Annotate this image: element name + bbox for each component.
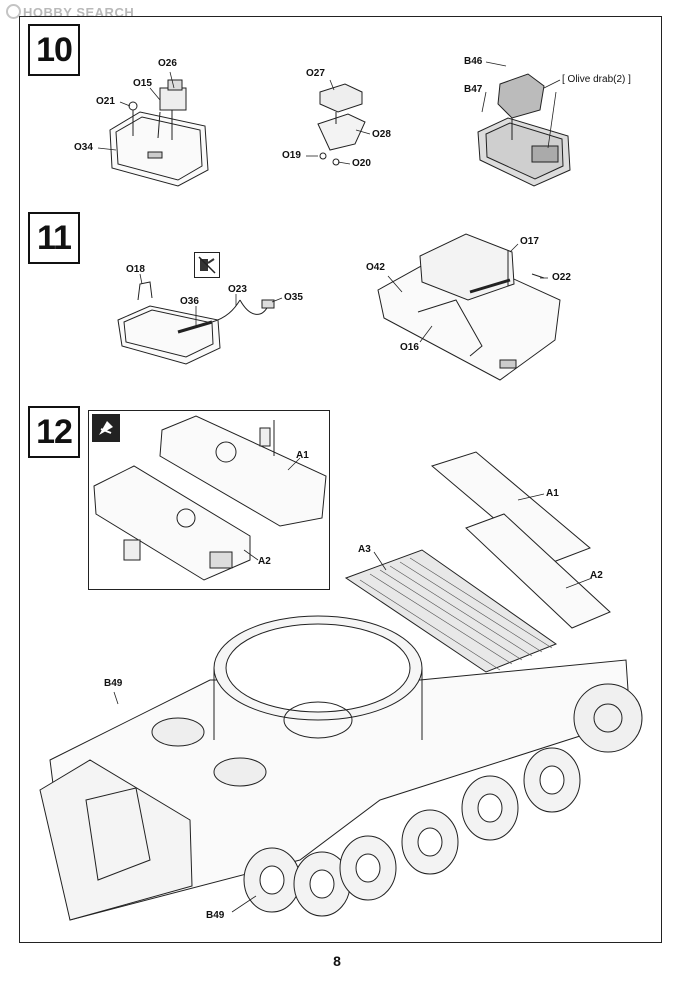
part-label: O26 xyxy=(158,58,177,69)
step11-hatch-spring xyxy=(117,281,275,365)
step10-vision-block xyxy=(317,83,366,166)
step-number-10: 10 xyxy=(28,24,80,76)
step10-assembled-hatch xyxy=(477,73,571,187)
part-label: O42 xyxy=(366,262,385,273)
part-label: O15 xyxy=(133,78,152,89)
part-label: O20 xyxy=(352,158,371,169)
part-label: O16 xyxy=(400,342,419,353)
step11-assembled-hatch xyxy=(377,233,561,381)
cement-icon xyxy=(194,252,220,278)
part-label: O17 xyxy=(520,236,539,247)
part-label: A3 xyxy=(358,544,371,555)
part-label: A1 xyxy=(296,450,309,461)
part-label: O18 xyxy=(126,264,145,275)
page-number: 8 xyxy=(333,953,341,969)
color-note: [ Olive drab(2) ] xyxy=(562,74,631,85)
reverse-view-icon xyxy=(92,414,120,442)
watermark-logo-icon xyxy=(6,4,21,19)
part-label: B49 xyxy=(104,678,123,689)
part-label: O22 xyxy=(552,272,571,283)
step12-road-wheels xyxy=(243,747,581,917)
part-label: O28 xyxy=(372,129,391,140)
part-label: O36 xyxy=(180,296,199,307)
instruction-frame xyxy=(19,16,662,943)
part-label: O19 xyxy=(282,150,301,161)
step12-inset-drawing xyxy=(93,415,327,581)
part-label: A2 xyxy=(258,556,271,567)
leader-lines xyxy=(97,61,593,913)
step12-tank-hull xyxy=(39,451,643,921)
part-label: O27 xyxy=(306,68,325,79)
part-label: B49 xyxy=(206,910,225,921)
part-label: O35 xyxy=(284,292,303,303)
step10-hatch-assembly xyxy=(109,79,209,187)
part-label: O23 xyxy=(228,284,247,295)
part-label: B47 xyxy=(464,84,483,95)
part-label: O34 xyxy=(74,142,93,153)
step12-alternate-view-inset xyxy=(88,410,330,590)
part-label: A1 xyxy=(546,488,559,499)
step-number-12: 12 xyxy=(28,406,80,458)
part-label: B46 xyxy=(464,56,483,67)
step-number-11: 11 xyxy=(28,212,80,264)
part-label: O21 xyxy=(96,96,115,107)
part-label: A2 xyxy=(590,570,603,581)
